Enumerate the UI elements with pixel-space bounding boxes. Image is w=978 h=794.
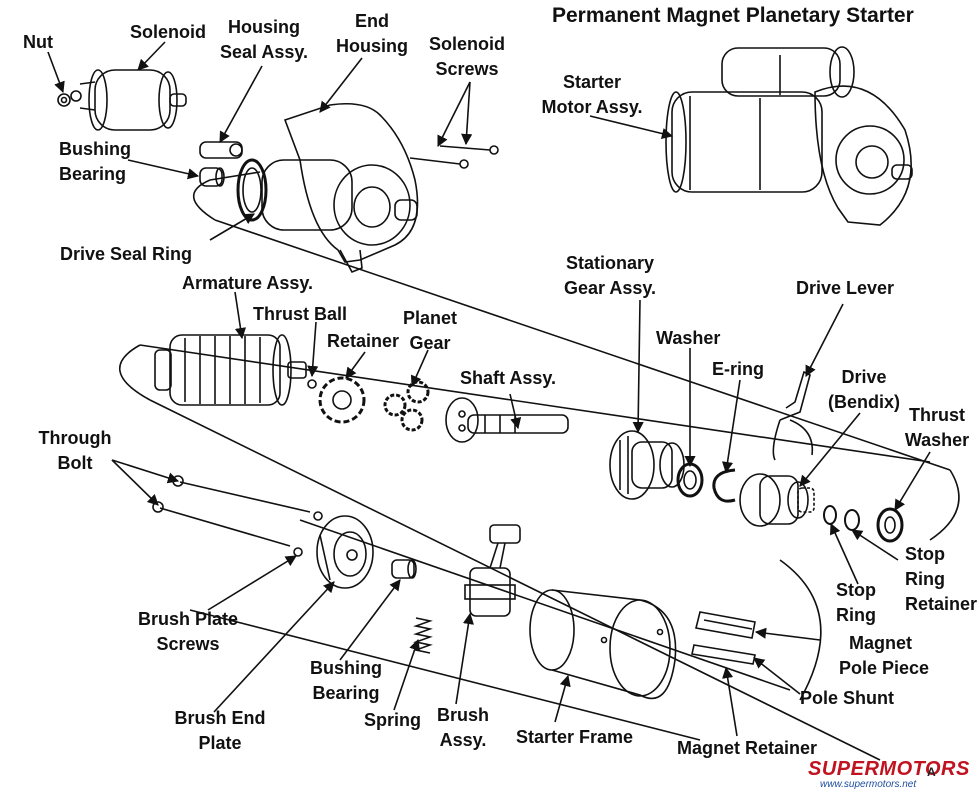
label-starter-motor-line2: Motor Assy. <box>541 97 643 117</box>
label-solenoid: Solenoid <box>130 22 206 42</box>
label-stationary-gear-line2: Gear Assy. <box>563 278 657 298</box>
label-thrust-washer-line1: Thrust <box>909 405 965 425</box>
label-drive-line1: Drive <box>841 367 887 387</box>
assembly-envelope-lines <box>119 171 960 761</box>
label-planet-gear-line2: Gear <box>409 333 451 353</box>
label-nut: Nut <box>23 32 53 52</box>
supermotors-watermark: SUPERMOTORS www.supermotors.net <box>800 758 976 792</box>
label-e-ring: E-ring <box>712 359 764 379</box>
label-bushing-bearing-low-line1: Bushing <box>310 658 382 678</box>
bushing-bearing-lower-part <box>391 559 417 579</box>
label-stationary-gear-line1: Stationary <box>565 253 655 273</box>
label-housing-seal-line2: Seal Assy. <box>219 42 309 62</box>
label-brush-assy-line1: Brush <box>436 705 489 725</box>
label-thrust-washer-line2: Washer <box>904 430 970 450</box>
label-end-housing-line2: Housing <box>336 36 408 56</box>
brush-plate-screws-part <box>293 511 323 557</box>
label-stop-ring-line1: Stop <box>836 580 876 600</box>
thrust-washer-part <box>876 507 904 543</box>
thrust-ball-part <box>307 379 317 389</box>
label-brush-plate-screws-line2: Screws <box>156 634 220 654</box>
label-thrust-ball: Thrust Ball <box>253 304 348 324</box>
pole-shunt-part <box>691 644 756 665</box>
spring-part <box>413 617 433 654</box>
label-washer: Washer <box>656 328 721 348</box>
watermark-site: www.supermotors.net <box>820 779 917 790</box>
label-spring: Spring <box>364 710 421 730</box>
part-number: A <box>927 765 936 779</box>
label-retainer: Retainer <box>327 331 400 351</box>
label-planet-gear-line1: Planet <box>402 308 458 328</box>
starter-motor-assembly <box>665 46 913 226</box>
label-solenoid-screws-line2: Screws <box>435 59 499 79</box>
stop-ring-retainer-part <box>844 509 860 531</box>
label-drive-seal-ring: Drive Seal Ring <box>60 244 193 264</box>
label-starter-frame: Starter Frame <box>516 727 634 747</box>
watermark-logo: SUPERMOTORS <box>808 758 970 780</box>
shaft-assy-part <box>445 397 569 443</box>
label-magnet-retainer: Magnet Retainer <box>677 738 818 758</box>
label-starter-motor-line1: Starter <box>562 72 622 92</box>
nut-part <box>57 90 82 107</box>
starter-frame-part <box>529 589 677 700</box>
magnet-pole-piece-part <box>695 611 756 639</box>
label-through-bolt-line2: Bolt <box>57 453 93 473</box>
label-housing-seal-line1: Housing <box>228 17 300 37</box>
housing-seal-part <box>199 141 243 159</box>
label-solenoid-screws-line1: Solenoid <box>429 34 505 54</box>
label-bushing-bearing-top-line1: Bushing <box>59 139 131 159</box>
solenoid-screws-part <box>409 145 499 169</box>
label-magnet-pole-line1: Magnet <box>849 633 912 653</box>
label-end-housing-line1: End <box>355 11 389 31</box>
label-stop-ring-retainer-line2: Ring <box>905 569 945 589</box>
drive-part <box>739 473 815 527</box>
label-stop-ring-retainer-line3: Retainer <box>905 594 978 614</box>
stationary-gear-part <box>609 430 685 500</box>
stop-ring-part <box>823 505 837 525</box>
label-brush-plate-screws-line1: Brush Plate <box>137 609 239 629</box>
label-drive-line2: (Bendix) <box>828 392 900 412</box>
label-drive-lever: Drive Lever <box>796 278 895 298</box>
bushing-bearing-top-part <box>199 167 225 187</box>
label-brush-end-plate-line2: Plate <box>198 733 242 753</box>
diagram-title: Permanent Magnet Planetary Starter <box>552 4 914 27</box>
solenoid-part <box>79 69 187 131</box>
label-armature: Armature Assy. <box>182 273 314 293</box>
retainer-part <box>318 376 366 424</box>
label-shaft-assy: Shaft Assy. <box>460 368 557 388</box>
e-ring-part <box>712 468 736 503</box>
label-magnet-pole-line2: Pole Piece <box>839 658 930 678</box>
brush-end-plate-part <box>316 515 374 589</box>
brush-assy-part <box>464 524 521 617</box>
armature-part <box>154 334 307 406</box>
label-stop-ring-retainer-line1: Stop <box>905 544 945 564</box>
label-bushing-bearing-low-line2: Bearing <box>312 683 380 703</box>
label-bushing-bearing-top-line2: Bearing <box>59 164 127 184</box>
label-brush-assy-line2: Assy. <box>439 730 487 750</box>
end-housing-part <box>261 102 419 274</box>
label-pole-shunt: Pole Shunt <box>800 688 894 708</box>
leader-lines <box>47 41 931 737</box>
label-brush-end-plate-line1: Brush End <box>174 708 266 728</box>
through-bolt-part <box>152 475 311 547</box>
planet-gear-part <box>383 380 430 432</box>
label-through-bolt-line1: Through <box>38 428 112 448</box>
label-stop-ring-line2: Ring <box>836 605 876 625</box>
